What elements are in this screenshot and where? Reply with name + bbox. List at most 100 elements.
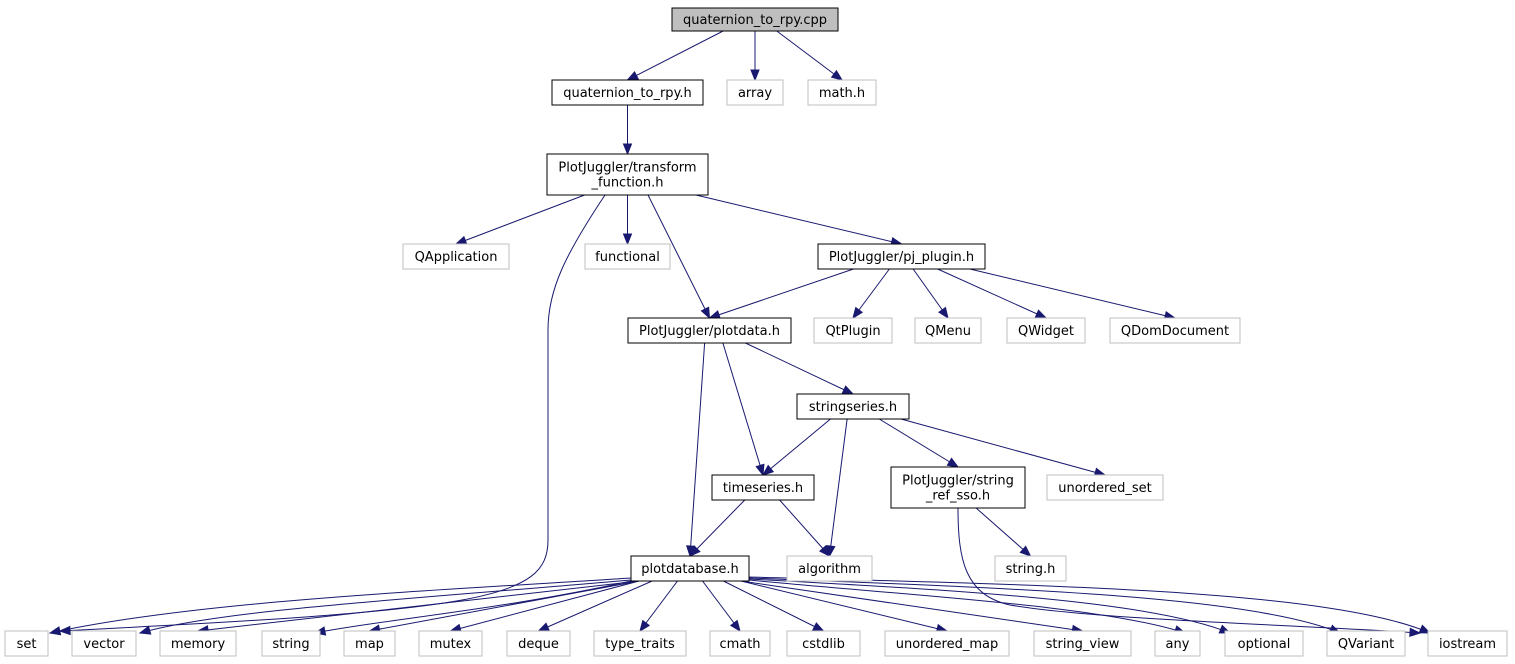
node-box	[630, 555, 750, 582]
edge-pj_plugin-to-plotdata	[708, 268, 854, 320]
arrowhead	[818, 545, 831, 558]
node-label: PlotJuggler/plotdata.h	[639, 324, 780, 339]
node-string-ref-sso[interactable]: PlotJuggler/string_ref_sso.h	[890, 466, 1026, 509]
edge-timeseries-to-plotdatabase	[689, 499, 746, 557]
node-vector: vector	[71, 630, 137, 657]
node-cstdlib: cstdlib	[786, 630, 861, 657]
node-label: _ref_sso.h	[925, 489, 990, 504]
edge-line	[369, 580, 640, 632]
edge-q2rpy_h-to-transform	[622, 105, 633, 156]
edge-stringseries-to-timeseries	[761, 418, 831, 476]
edge-stringseries-to-algorithm	[826, 418, 848, 558]
node-box	[1046, 474, 1164, 501]
node-label: set	[17, 637, 37, 652]
node-box	[593, 630, 687, 657]
edge-plotdata-to-plotdatabase	[685, 342, 706, 558]
edge-line	[740, 580, 1083, 632]
edge-plotdata-to-stringseries	[745, 342, 855, 395]
node-transform[interactable]: PlotJuggler/transform_function.h	[546, 153, 709, 196]
edge-line	[975, 507, 1031, 557]
arrowhead	[811, 622, 825, 632]
node-label: type_traits	[605, 637, 675, 652]
node-timeseries[interactable]: timeseries.h	[711, 474, 815, 501]
edge-plotdatabase-to-string	[313, 580, 632, 636]
node-box	[1006, 317, 1086, 344]
nodes-layer: quaternion_to_rpy.cpp quaternion_to_rpy.h…	[4, 7, 1508, 657]
edge-line	[748, 579, 1186, 634]
node-root[interactable]: quaternion_to_rpy.cpp	[671, 7, 839, 32]
node-string: string	[261, 630, 321, 657]
node-label: QMenu	[925, 324, 971, 339]
edge-line	[455, 194, 585, 245]
node-label: QApplication	[415, 250, 498, 265]
node-box	[890, 466, 1026, 509]
node-label: string	[272, 637, 309, 652]
node-pj-plugin[interactable]: PlotJuggler/pj_plugin.h	[817, 243, 986, 270]
edge-line	[740, 580, 948, 632]
arrowhead	[1409, 627, 1422, 638]
node-box	[551, 79, 704, 106]
edge-line	[957, 507, 1421, 634]
node-cmath: cmath	[709, 630, 771, 657]
node-box	[709, 630, 771, 657]
edge-line	[762, 418, 831, 476]
node-plotdata[interactable]: PlotJuggler/plotdata.h	[627, 317, 792, 344]
edge-line	[49, 577, 632, 634]
node-q2rpy-h[interactable]: quaternion_to_rpy.h	[551, 79, 704, 106]
edge-line	[139, 579, 632, 634]
edge-line	[689, 342, 706, 557]
edge-line	[695, 194, 902, 245]
edge-line	[723, 580, 824, 632]
edge-transform-to-plotdata	[647, 194, 711, 320]
node-label: cmath	[719, 637, 760, 652]
arrowhead	[700, 306, 711, 320]
node-box	[1427, 630, 1508, 657]
node-box	[343, 630, 396, 657]
node-box	[817, 243, 986, 270]
arrowhead	[454, 235, 468, 245]
node-box	[671, 7, 839, 32]
edge-pj_plugin-to-qmenu	[912, 268, 949, 320]
node-box	[584, 243, 671, 270]
arrowhead	[841, 385, 855, 395]
node-label: optional	[1238, 637, 1291, 652]
node-label: unordered_set	[1058, 481, 1151, 496]
edge-root-to-q2rpy_h	[626, 30, 724, 81]
node-box	[506, 630, 571, 657]
edge-plotdatabase-to-vector	[138, 579, 632, 635]
node-label: quaternion_to_rpy.cpp	[683, 13, 827, 28]
node-string-view: string_view	[1033, 630, 1132, 657]
node-box	[884, 630, 1010, 657]
node-label: quaternion_to_rpy.h	[563, 86, 692, 101]
arrowhead	[58, 625, 71, 636]
node-qvariant: QVariant	[1326, 630, 1406, 657]
node-label: unordered_map	[896, 637, 999, 652]
node-qwidget: QWidget	[1006, 317, 1086, 344]
arrowhead	[708, 310, 721, 320]
node-qmenu: QMenu	[914, 317, 982, 344]
arrowhead	[729, 619, 741, 633]
edge-plotdatabase-to-any	[748, 579, 1187, 635]
node-label: array	[738, 86, 772, 101]
edge-root-to-math_h	[776, 30, 844, 81]
node-qtplugin: QtPlugin	[813, 317, 893, 344]
node-box	[711, 474, 815, 501]
arrowhead	[138, 625, 152, 635]
edge-line	[829, 418, 848, 557]
node-plotdatabase[interactable]: plotdatabase.h	[630, 555, 750, 582]
node-stringseries[interactable]: stringseries.h	[796, 393, 910, 420]
edge-stringseries-to-string_ref_sso	[878, 418, 960, 468]
node-label: plotdatabase.h	[641, 562, 739, 577]
node-memory: memory	[159, 630, 237, 657]
node-label: mutex	[430, 637, 472, 652]
edge-line	[197, 580, 640, 632]
node-box	[627, 317, 792, 344]
edge-plotdatabase-to-deque	[537, 580, 653, 632]
node-label: QVariant	[1338, 637, 1394, 652]
node-box	[1326, 630, 1406, 657]
arrowhead	[48, 626, 62, 636]
node-label: cstdlib	[802, 637, 845, 652]
arrowhead	[946, 457, 960, 468]
node-functional: functional	[584, 243, 671, 270]
arrowhead	[755, 463, 765, 477]
